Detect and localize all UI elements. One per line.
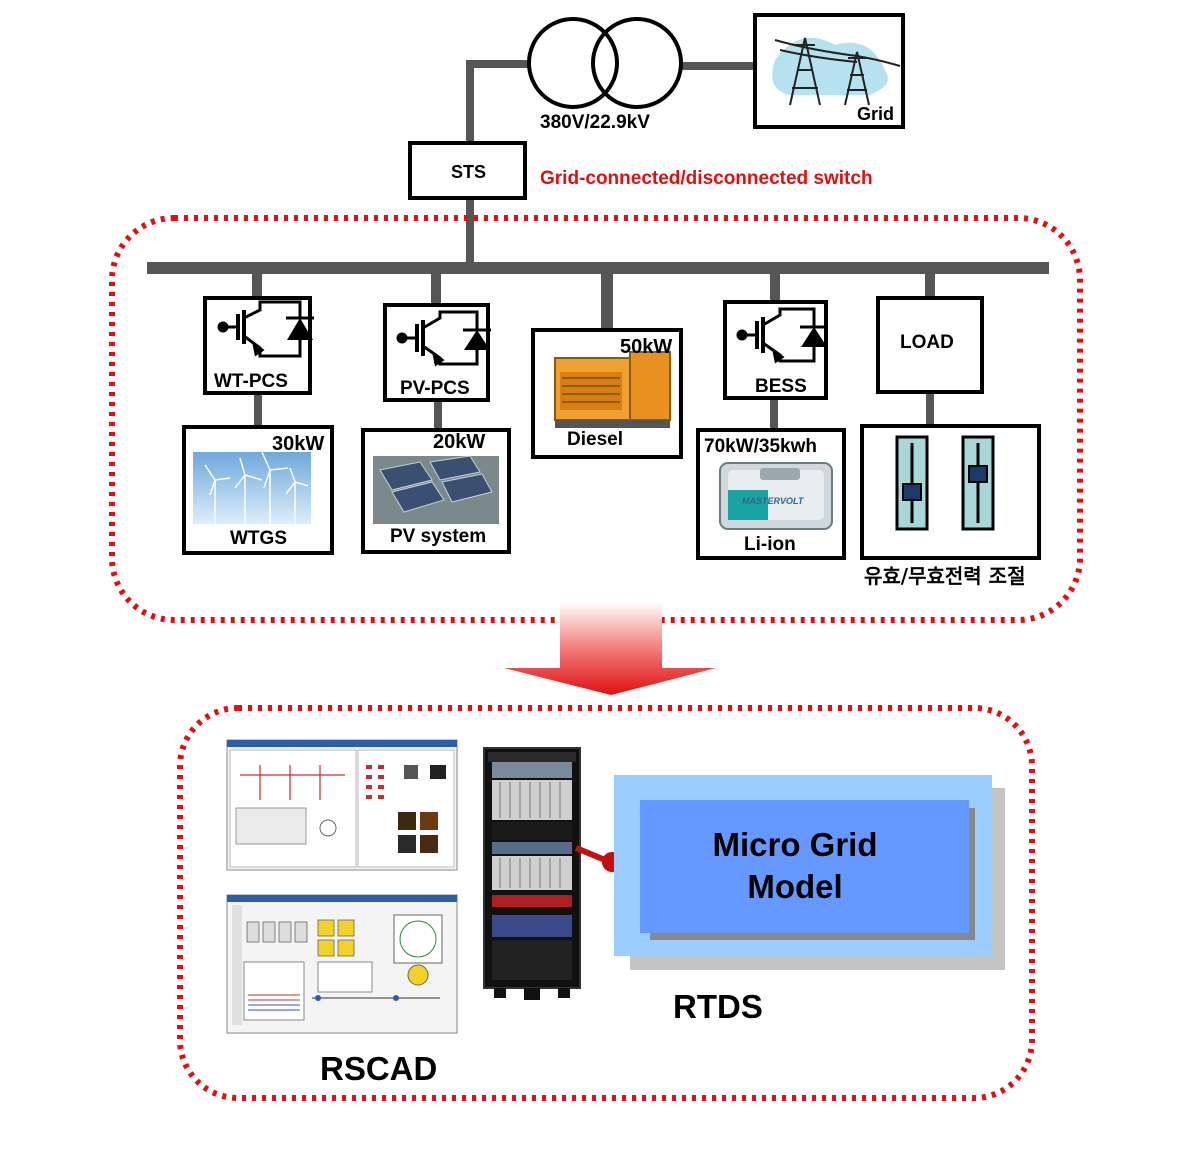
load-label: LOAD <box>900 332 954 353</box>
pv-system-label: PV system <box>390 526 487 547</box>
diesel-label: Diesel <box>567 429 623 450</box>
grid-box <box>753 13 905 129</box>
igbt-icon <box>736 307 828 364</box>
model-inner-panel <box>640 800 969 933</box>
sts-box <box>408 141 527 200</box>
grid-feed-lines <box>466 60 755 266</box>
battery-icon <box>719 462 833 530</box>
transformer-voltage-label: 380V/22.9kV <box>540 112 650 133</box>
igbt-icon <box>396 310 491 367</box>
model-title-line2: Model <box>747 868 843 905</box>
li-ion-box <box>696 428 846 560</box>
pv-pcs-label: PV-PCS <box>400 378 470 399</box>
wind-turbine-icon <box>204 451 309 524</box>
pv-system-box <box>361 428 511 554</box>
wind-turbine-photo <box>193 452 311 524</box>
wtgs-label: WTGS <box>230 528 287 549</box>
rtds-label: RTDS <box>673 988 763 1025</box>
load-caption: 유효/무효전력 조절 <box>864 564 1026 588</box>
rscad-label: RSCAD <box>320 1050 438 1087</box>
rtds-rack-icon <box>483 747 581 1000</box>
generator-icon <box>554 351 671 428</box>
rscad-screenshot-top <box>226 739 458 871</box>
li-ion-label: Li-ion <box>744 534 796 555</box>
diesel-rating: 50kW <box>620 336 673 358</box>
wt-pcs-label: WT-PCS <box>214 371 288 392</box>
bess-label: BESS <box>755 376 807 397</box>
drop-lines <box>252 268 935 430</box>
wt-pcs-box <box>203 296 314 395</box>
diesel-box <box>531 328 683 459</box>
bess-pcs-box <box>723 300 828 400</box>
bess-rating: 70kW/35kwh <box>704 436 817 457</box>
grid-label: Grid <box>857 104 895 124</box>
microgrid-region-border <box>109 215 1083 623</box>
wtgs-rating: 30kW <box>272 433 325 455</box>
model-title-line1: Micro Grid <box>712 826 878 863</box>
transformer-symbol <box>527 17 683 109</box>
fader-left-icon <box>895 435 929 531</box>
ac-bus <box>147 262 1049 274</box>
pylon-icon <box>774 37 901 106</box>
sts-label: STS <box>451 162 487 182</box>
simulation-region-border <box>177 705 1035 1101</box>
fader-right-icon <box>961 435 995 531</box>
pv-rating: 20kW <box>433 431 486 453</box>
battery-brand: MASTERVOLT <box>742 496 804 506</box>
rscad-screenshot-bottom <box>226 894 458 1034</box>
sts-caption: Grid-connected/disconnected switch <box>540 168 873 189</box>
igbt-icon <box>217 300 314 358</box>
down-arrow-icon <box>504 602 716 695</box>
solar-panel-icon <box>379 455 493 513</box>
load-control-box <box>860 424 1041 560</box>
load-box <box>876 296 984 394</box>
pv-pcs-box <box>383 303 491 402</box>
wtgs-box <box>182 425 334 555</box>
